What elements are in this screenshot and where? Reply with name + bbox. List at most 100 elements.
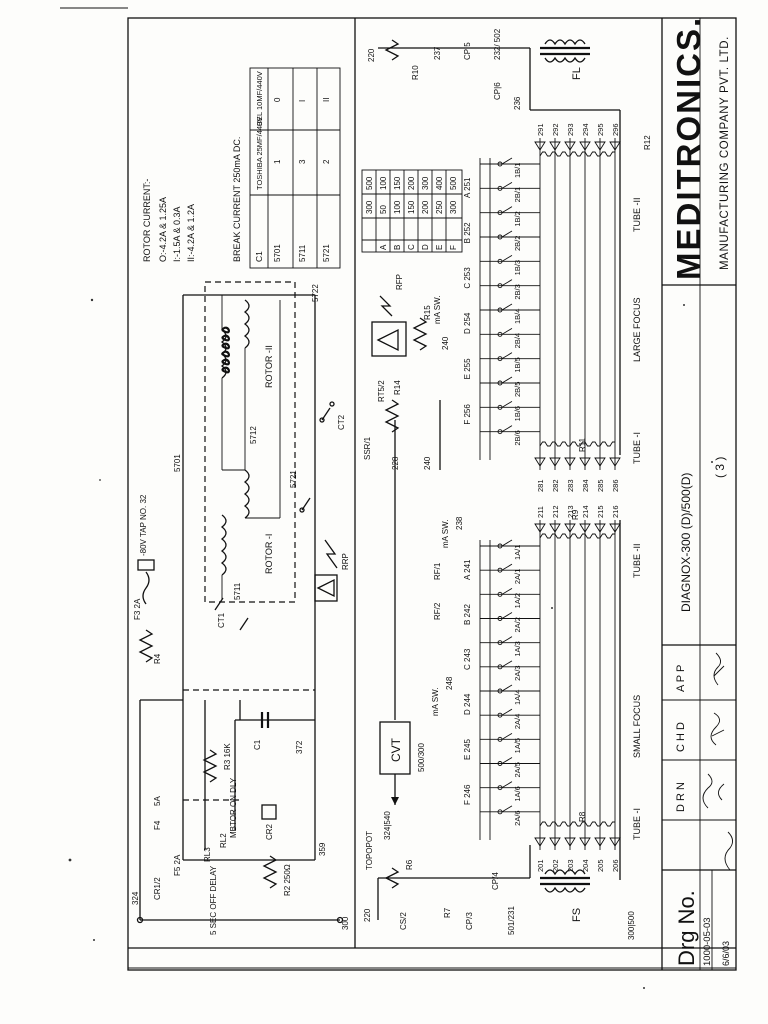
focus-row-2-tap: C	[407, 244, 416, 250]
large-ladder-switch-0: 1B/1	[513, 163, 522, 178]
focus-table: 300500A50100B100150C150200D200300E250400…	[361, 169, 463, 253]
wire-5712: 5712	[249, 426, 258, 444]
wire-324: 324	[131, 891, 140, 905]
r12-label: R12	[643, 135, 652, 150]
cp6-label: CP|6	[493, 82, 502, 100]
focus-row-4-tap: E	[435, 245, 444, 250]
large-ladder-wire-5: 286	[611, 479, 620, 492]
large-ladder-switch-6: 1B/4	[513, 309, 522, 324]
wire-240-a: 240	[441, 336, 450, 350]
wire-232: 232/ 502	[493, 28, 502, 60]
large-ladder-switch-1: 2B/1	[513, 187, 522, 202]
large-ladder-switch-7: 2B/4	[513, 333, 522, 348]
small-ladder-switch-6: 1A/4	[513, 690, 522, 705]
rotor-circuit: ROTOR -II ROTOR -I 5722 5712 5701 5721 5…	[131, 281, 350, 935]
focus-row-3-500: 300	[421, 176, 430, 190]
rl2-label: RL2	[219, 833, 228, 848]
cap-header-bel: BEL 10MF/440V	[255, 71, 264, 126]
focus-row-3-300: 200	[421, 200, 430, 214]
rfp-rectifier	[371, 321, 407, 357]
large-ladder-switch-3: 2B/2	[513, 236, 522, 251]
signature-app	[713, 652, 725, 686]
drg-number: 1000-05-03	[702, 917, 713, 966]
r9-label: R9	[571, 509, 580, 520]
wire-236: 236	[513, 96, 522, 110]
cap-row-2-toshiba: 2	[322, 159, 331, 164]
large-ladder-wire-2: 283	[566, 479, 575, 492]
cap-row-0-bel: 0	[273, 97, 282, 102]
small-ladder-tap-0: A 241	[463, 559, 472, 580]
rotor-2-coil	[221, 326, 230, 374]
tube-2-large-label: TUBE -II	[632, 197, 642, 232]
cap-header-toshiba: TOSHIBA 25MF/440V	[255, 117, 264, 190]
cap-row-2-id: 5721	[322, 244, 331, 262]
large-ladder-tap-4: E 255	[463, 358, 472, 379]
focus-row-4-300: 250	[435, 200, 444, 214]
small-ladder-switch-9: 2A/5	[513, 762, 522, 777]
large-ladder-tap-5: F 256	[463, 404, 472, 425]
focus-row-3-tap: D	[421, 244, 430, 250]
cvt-label: CVT	[389, 737, 403, 762]
large-ladder-wire-3: 284	[581, 479, 590, 492]
rotor-2-label: ROTOR -II	[264, 345, 274, 388]
tap-box	[137, 559, 155, 571]
small-focus-ladder: 2012112022122032132042142052152062161A/1…	[463, 505, 621, 872]
small-ladder-switch-2: 1A/2	[513, 593, 522, 608]
ct1-label: CT1	[217, 612, 226, 628]
large-ladder-top-4: 295	[596, 123, 605, 136]
small-ladder-top-1: 212	[551, 505, 560, 518]
wire-372: 372	[295, 740, 304, 754]
cvt-input-label: 324|540	[383, 811, 392, 840]
capacitor-table: C1 TOSHIBA 25MF/440V BEL 10MF/440V 57011…	[249, 67, 341, 269]
cap-row-2-bel: II	[322, 98, 331, 102]
cp5-label: CP|5	[463, 42, 472, 60]
cap-row-1-toshiba: 3	[298, 159, 307, 164]
fs-transformer: FS	[540, 869, 590, 922]
ma-switch-3-label: mA SW.	[433, 296, 442, 324]
r8-label: R8	[578, 811, 587, 822]
app-label: A P P	[675, 665, 687, 692]
rrp-label: RRP	[341, 553, 350, 570]
drawing-border	[127, 17, 737, 971]
small-ladder-tap-1: B 242	[463, 604, 472, 625]
small-ladder-tap-4: E 245	[463, 739, 472, 760]
rotor-line-1: I:-1.5A & 0.3A	[172, 206, 182, 262]
focus-row-5-300: 300	[449, 200, 458, 214]
small-ladder-switch-0: 1A/1	[513, 545, 522, 560]
topopot-label: TOPOPOT	[365, 831, 374, 870]
cap-row-1-bel: I	[298, 100, 307, 102]
wire-5711: 5711	[233, 582, 242, 600]
tap-label: -80V TAP NO. 32	[139, 494, 148, 556]
large-ladder-switch-10: 1B/6	[513, 406, 522, 421]
focus-row-2-500: 200	[407, 176, 416, 190]
large-ladder-switch-9: 2B/5	[513, 382, 522, 397]
cp4-label: CP/4	[491, 872, 500, 890]
rt5-label: RT5/2	[377, 380, 386, 402]
fl-label: FL	[571, 67, 583, 80]
wire-5721: 5721	[289, 470, 298, 488]
small-ladder-top-3: 214	[581, 505, 590, 518]
small-ladder-wire-1: 202	[551, 859, 560, 872]
small-ladder-wire-5: 206	[611, 859, 620, 872]
wire-248: 248	[445, 676, 454, 690]
focus-header-300: 300	[365, 200, 374, 214]
cp3-label: CP/3	[465, 912, 474, 930]
ma-switch-1-label: mA SW.	[441, 520, 450, 548]
cr1-label: CR1/2	[153, 877, 162, 900]
small-ladder-switch-3: 2A/2	[513, 617, 522, 632]
rotor-current-title: ROTOR CURRENT:-	[142, 179, 152, 262]
ct2-label: CT2	[337, 414, 346, 430]
large-ladder-switch-8: 1B/5	[513, 357, 522, 372]
focus-row-2-300: 150	[407, 200, 416, 214]
mbtor-label: MBTOR ON DLY	[229, 777, 238, 838]
small-ladder-wire-2: 203	[566, 859, 575, 872]
drg-no-label: Drg No.	[674, 890, 699, 966]
small-ladder-switch-10: 1A/6	[513, 786, 522, 801]
scan-specks	[68, 298, 713, 989]
chd-label: C H D	[675, 722, 687, 752]
small-ladder-switch-8: 1A/5	[513, 738, 522, 753]
small-ladder-switch-1: 2A/1	[513, 569, 522, 584]
cap-header-c1: C1	[254, 251, 264, 262]
rotor-line-0: O:-4.2A & 1.25A	[158, 197, 168, 262]
